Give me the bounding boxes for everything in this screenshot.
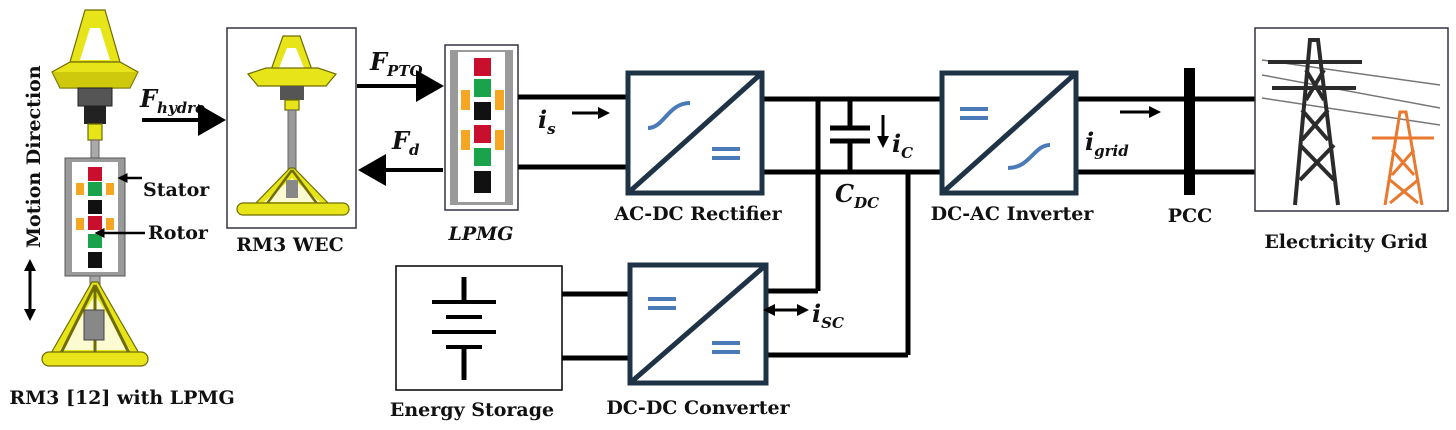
float-top — [51, 9, 139, 159]
dc-ac-inverter-label: DC-AC Inverter — [931, 203, 1095, 225]
energy-storage-box — [395, 265, 563, 391]
grid-label: Electricity Grid — [1264, 231, 1427, 253]
lpmg-body-small — [64, 157, 126, 277]
pcc-label: PCC — [1168, 205, 1213, 227]
dc-dc-converter — [627, 262, 769, 386]
c-dc-symbol: CDC — [835, 179, 879, 212]
f-d-symbol: Fd — [391, 126, 420, 159]
i-sc-symbol: iSC — [812, 299, 844, 332]
ac-dc-rectifier-label: AC-DC Rectifier — [613, 203, 782, 225]
wiring — [518, 94, 1255, 361]
rm3-lpmg-caption: RM3 [12] with LPMG — [9, 387, 234, 409]
rotor-label: Rotor — [148, 222, 209, 244]
ac-dc-rectifier — [625, 70, 765, 196]
rm3-wec-illustration — [236, 35, 350, 216]
i-grid-symbol: igrid — [1085, 127, 1129, 160]
motion-direction-label: Motion Direction — [23, 65, 45, 248]
pcc-bus-bar — [1184, 68, 1195, 195]
f-pto-symbol: FPTO — [369, 47, 423, 80]
stator-label: Stator — [143, 179, 210, 201]
battery-icon — [432, 277, 496, 380]
rm3-device-illustration — [41, 9, 149, 367]
dc-link-capacitor — [830, 125, 870, 144]
i-c-symbol: iC — [892, 129, 913, 162]
lpmg-label: LPMG — [448, 223, 514, 245]
rm3-wec-label: RM3 WEC — [236, 234, 344, 256]
i-s-symbol: is — [538, 105, 556, 138]
f-hydro-symbol: Fhydro — [139, 84, 205, 117]
reaction-plate — [41, 275, 149, 367]
lpmg-illustration — [450, 50, 513, 205]
transmission-tower-icon — [1261, 38, 1441, 206]
energy-storage-label: Energy Storage — [390, 399, 554, 421]
dc-dc-converter-label: DC-DC Converter — [606, 397, 790, 419]
dc-ac-inverter — [939, 70, 1079, 196]
